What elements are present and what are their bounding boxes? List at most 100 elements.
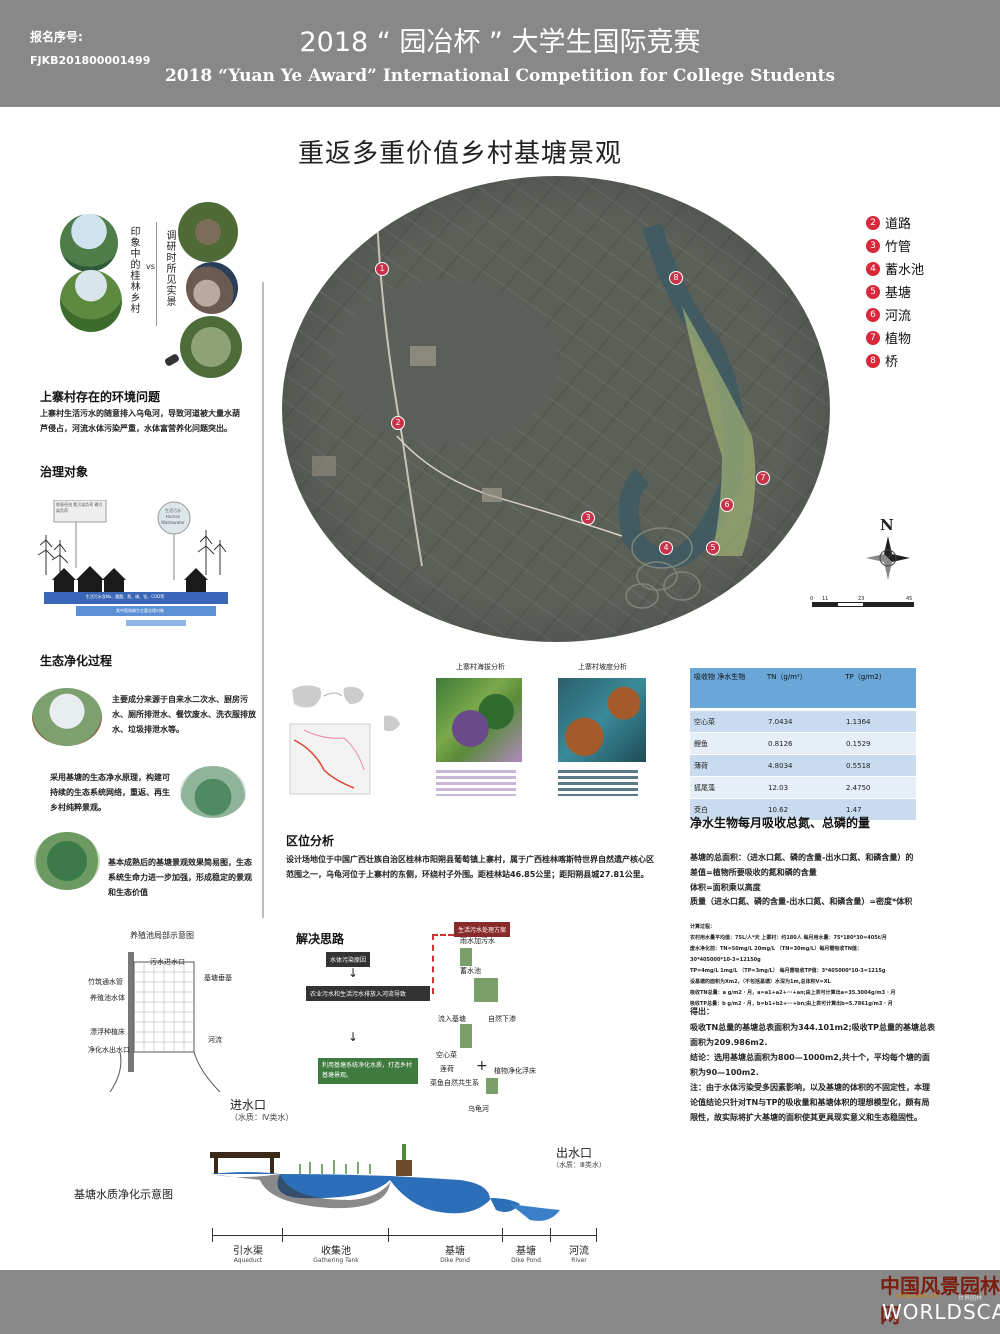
vs-divider [156, 222, 157, 326]
karst-landscape-photo [60, 214, 118, 272]
table-header-tp: TP（g/m2） [845, 673, 886, 681]
map-features [312, 215, 756, 609]
timeline-tick [596, 1228, 597, 1242]
flow-arrow: ↓ [348, 1030, 359, 1044]
impression-label: 印象中的桂林乡村 [128, 226, 139, 314]
result-area: 吸收TN总量的基塘总表面积为344.101m2;吸收TP总量的基塘总表面积为20… [690, 1023, 936, 1047]
monthly-heading: 净水生物每月吸收总氮、总磷的量 [690, 816, 871, 830]
breeding-label-outlet: 净化水出水口 [88, 1046, 130, 1054]
elevation-legend [436, 770, 516, 796]
left-column-divider [262, 282, 264, 918]
breeding-label-float: 漂浮种植床 [90, 1028, 125, 1036]
registration-label: 报名序号: [30, 30, 83, 44]
footer-bar [0, 1270, 1000, 1334]
watermark-url: chla.com.cn [896, 1292, 939, 1300]
bubble-right-text: 生活污水 Human Wastewater [161, 508, 185, 525]
calc-line: 废水净化前：TN=50mg/L 20mg/L （TN=30mg/L）每月需吸收T… [690, 946, 862, 952]
inlet-label: 进水口 [230, 1098, 267, 1112]
timeline-tick [388, 1228, 389, 1242]
flow-node-spinach: 空心菜 [436, 1051, 457, 1059]
flow-plus: + [476, 1058, 488, 1074]
slope-title: 上寨村坡度分析 [578, 663, 627, 671]
location-text: 设计场地位于中国广西壮族自治区桂林市阳朔县葡萄镇上寨村，属于广西桂林喀斯特世界自… [286, 855, 654, 879]
competition-title-cn: 2018 “ 园冶杯 ” 大学生国际竞赛 [299, 27, 701, 58]
calc-line: 农村用水量平均值：75L/人*天 上寨村：约180人 每月用水量：75*180*… [690, 935, 887, 941]
flow-node-tank: 蓄水池 [460, 967, 481, 975]
outlet-quality: （水质：Ⅲ类水） [552, 1161, 606, 1169]
scale-label-2: 23 [858, 596, 865, 602]
scale-label-1: 11 [822, 596, 829, 602]
map-pin-7: 7 [756, 471, 770, 485]
flow-arrow: ↓ [348, 966, 359, 980]
scale-label-3: 45 [906, 596, 913, 602]
formula-3: 质量（进水口氮、磷的含量-出水口氮、和磷含量）=密度*体积 [690, 897, 913, 906]
survey-label: 调研时所见实景 [164, 230, 175, 307]
table-header: 吸收物 净水生物 TN（g/m²） TP（g/m2） [690, 668, 916, 708]
flow-tag [460, 948, 472, 966]
breeding-label-river: 河流 [208, 1036, 222, 1044]
solution-heading: 解决思路 [296, 932, 345, 946]
timeline-tick [550, 1228, 551, 1242]
mature-pond-illustration [34, 832, 100, 890]
note: 注：由于水体污染受多因素影响，以及基塘的体积的不固定性，本理论值结论只针对TN与… [690, 1083, 930, 1122]
formula-2: 体积=面积乘以高度 [690, 883, 761, 892]
map-pin-4: 4 [659, 541, 673, 555]
map-pin-5: 5 [706, 541, 720, 555]
pond-network-illustration [180, 766, 246, 818]
garbage-dump-photo [186, 262, 238, 314]
flow-node-pond: 流入基塘 [438, 1015, 466, 1023]
calc-line: 计算过程： [690, 924, 716, 930]
watermark-small: 世界园林 [958, 1295, 983, 1302]
table-header-tn: TN（g/m²） [766, 673, 807, 681]
env-problem-heading: 上寨村存在的环境问题 [40, 390, 161, 404]
calc-line: 吸收TP总量：b g/m2 · 月，b=b1+b2+···+bn;由上表可计算出… [690, 1001, 893, 1007]
scale-label-0: 0 [810, 596, 814, 602]
watermark-cn: 中国风景园林网 [880, 1274, 1000, 1327]
conclusion: 结论：选用基塘总面积为800—1000m2,共十个，平均每个塘的面积为90—10… [690, 1053, 930, 1077]
flow-box-plan: 生活污水处理方案 [454, 922, 511, 937]
band-top-text: 生活污水含Na、酸酸、氮、磷、铅、COD等 [85, 594, 165, 599]
calc-block: 计算过程： 农村用水量平均值：75L/人*天 上寨村：约180人 每月用水量：7… [690, 922, 930, 1010]
breeding-diagram [109, 952, 221, 1092]
scale-bar [812, 602, 914, 607]
inlet-quality: （水质：Ⅳ类水） [230, 1113, 294, 1122]
map-pin-1: 1 [375, 262, 389, 276]
flow-tag [474, 978, 486, 1002]
vs-label: vs [146, 262, 155, 271]
map-pin-2: 2 [391, 416, 405, 430]
treatment-heading: 治理对象 [40, 465, 89, 479]
flow-tag [486, 978, 498, 1002]
rice-terrace-photo [60, 270, 122, 332]
calc-line: 吸收TN总量：a g/m2 · 月，a=a1+a2+···+an;由上表可计算出… [690, 990, 896, 996]
flow-connector [432, 934, 454, 994]
table-header-organism: 吸收物 净水生物 [694, 673, 746, 681]
household-wastewater-illustration [32, 688, 102, 746]
flow-node-float: 植物净化浮床 [494, 1067, 536, 1075]
competition-title-en: 2018 “Yuan Ye Award” International Compe… [164, 66, 836, 86]
breeding-label-water: 养殖池水体 [90, 994, 125, 1002]
map-pin-8: 8 [669, 271, 683, 285]
purification-title: 基塘水质净化示意图 [74, 1188, 173, 1201]
watermark-en: WORLDSCAPE [882, 1300, 1000, 1324]
slope-map [558, 678, 646, 762]
map-pin-6: 6 [720, 498, 734, 512]
flow-box-cause: 水体污染原因 [326, 952, 371, 967]
flow-node-lotus: 莲荷 [440, 1065, 454, 1073]
registration-number: FJKB201800001499 [30, 54, 151, 67]
env-problem-text: 上寨村生活污水的随意排入乌龟河，导致河道被大量水葫芦侵占，河流水体污染严重，水体… [40, 409, 240, 433]
